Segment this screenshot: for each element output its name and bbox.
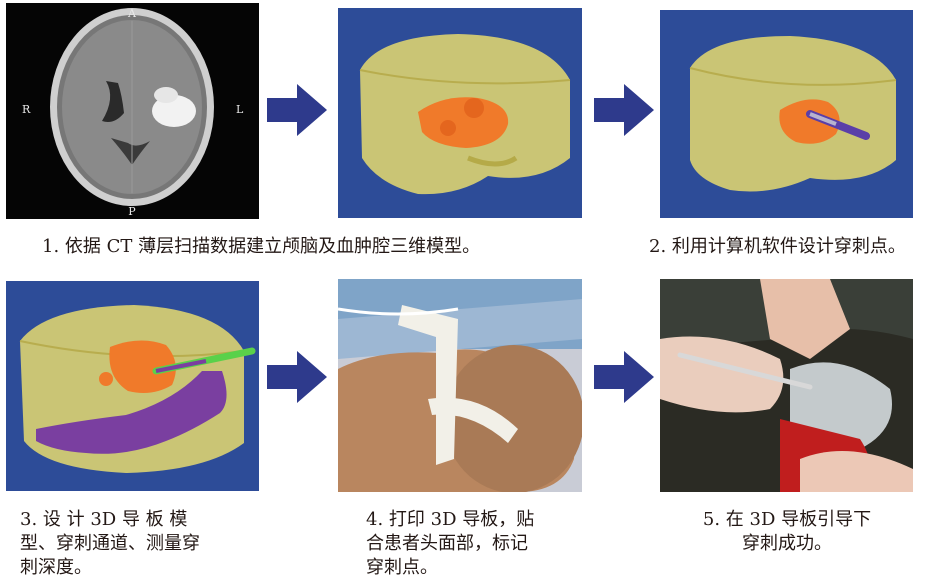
guide-plate-model-panel bbox=[6, 281, 259, 491]
caption-step-5-line-2: 穿刺成功。 bbox=[684, 532, 890, 556]
caption-step-5: 5. 在 3D 导板引导下 穿刺成功。 bbox=[684, 508, 890, 556]
puncture-point-design-image bbox=[660, 10, 913, 218]
caption-step-4: 4. 打印 3D 导板，贴 合患者头面部，标记 穿刺点。 bbox=[366, 508, 534, 580]
caption-step-3-line-2: 型、穿刺通道、测量穿 bbox=[20, 532, 200, 556]
caption-step-4-line-1: 4. 打印 3D 导板，贴 bbox=[366, 508, 534, 532]
puncture-point-design-panel bbox=[660, 10, 913, 218]
puncture-success-photo-panel bbox=[660, 279, 913, 492]
caption-step-3-line-1: 3. 设 计 3D 导 板 模 bbox=[20, 508, 200, 532]
right-arrow-icon bbox=[263, 80, 331, 140]
caption-step-2: 2. 利用计算机软件设计穿刺点。 bbox=[649, 235, 906, 259]
patient-guide-photo-panel bbox=[338, 279, 582, 492]
ct-marker-right: R bbox=[22, 103, 31, 116]
right-arrow-icon bbox=[590, 80, 658, 140]
ct-marker-left: L bbox=[236, 103, 244, 116]
puncture-success-photo-image bbox=[660, 279, 913, 492]
ct-marker-posterior: P bbox=[128, 205, 136, 218]
ct-marker-anterior: A bbox=[127, 7, 137, 20]
right-arrow-icon bbox=[263, 347, 331, 407]
caption-step-3: 3. 设 计 3D 导 板 模 型、穿刺通道、测量穿 刺深度。 bbox=[20, 508, 200, 580]
caption-step-5-line-1: 5. 在 3D 导板引导下 bbox=[684, 508, 890, 532]
caption-step-3-line-3: 刺深度。 bbox=[20, 556, 200, 580]
caption-step-4-line-3: 穿刺点。 bbox=[366, 556, 534, 580]
patient-guide-photo-image bbox=[338, 279, 582, 492]
caption-step-4-line-2: 合患者头面部，标记 bbox=[366, 532, 534, 556]
ct-scan-panel: A R L P bbox=[6, 3, 259, 219]
ct-scan-image: A R L P bbox=[6, 3, 259, 219]
skull-3d-model-panel bbox=[338, 8, 582, 218]
skull-3d-model-image bbox=[338, 8, 582, 218]
caption-step-1: 1. 依据 CT 薄层扫描数据建立颅脑及血肿腔三维模型。 bbox=[42, 235, 480, 259]
right-arrow-icon bbox=[590, 347, 658, 407]
guide-plate-model-image bbox=[6, 281, 259, 491]
